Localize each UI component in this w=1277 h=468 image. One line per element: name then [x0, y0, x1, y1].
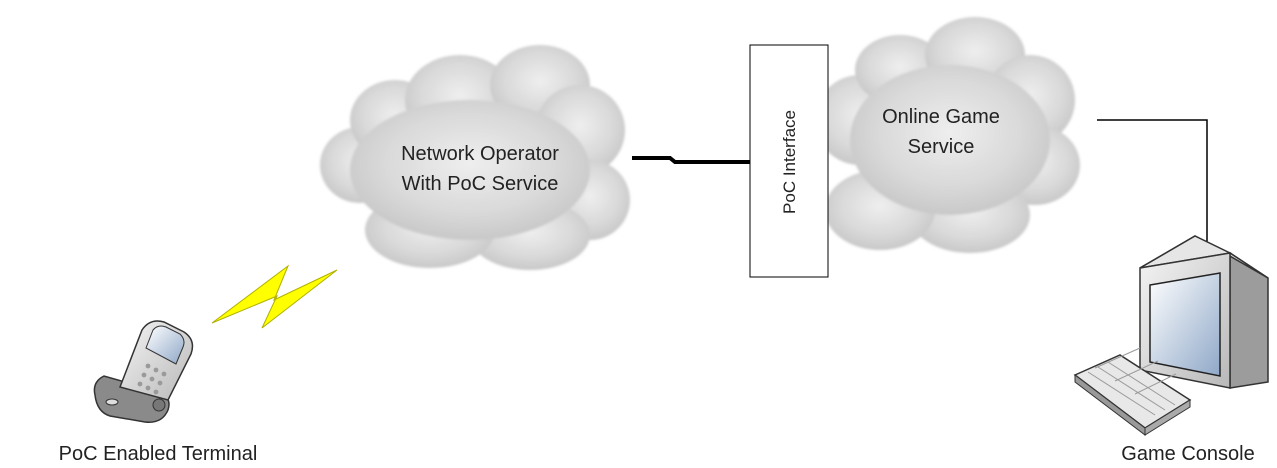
online-game-cloud [815, 17, 1080, 253]
operator-interface-link [632, 156, 752, 164]
lightning-bolt-icon [211, 264, 338, 329]
console-label: Game Console [1121, 443, 1254, 465]
network-operator-label-line2: With PoC Service [402, 173, 559, 195]
network-operator-cloud [320, 45, 630, 270]
poc-interface-box [749, 44, 829, 278]
desktop-computer-icon [1073, 235, 1269, 437]
mobile-phone-icon [93, 320, 194, 423]
poc-interface-label: PoC Interface [780, 110, 799, 214]
game-console-link [1097, 119, 1208, 248]
online-game-label-line1: Online Game [882, 106, 1000, 128]
terminal-label: PoC Enabled Terminal [59, 443, 258, 465]
online-game-label-line2: Service [908, 136, 975, 158]
network-operator-label-line1: Network Operator [401, 143, 559, 165]
